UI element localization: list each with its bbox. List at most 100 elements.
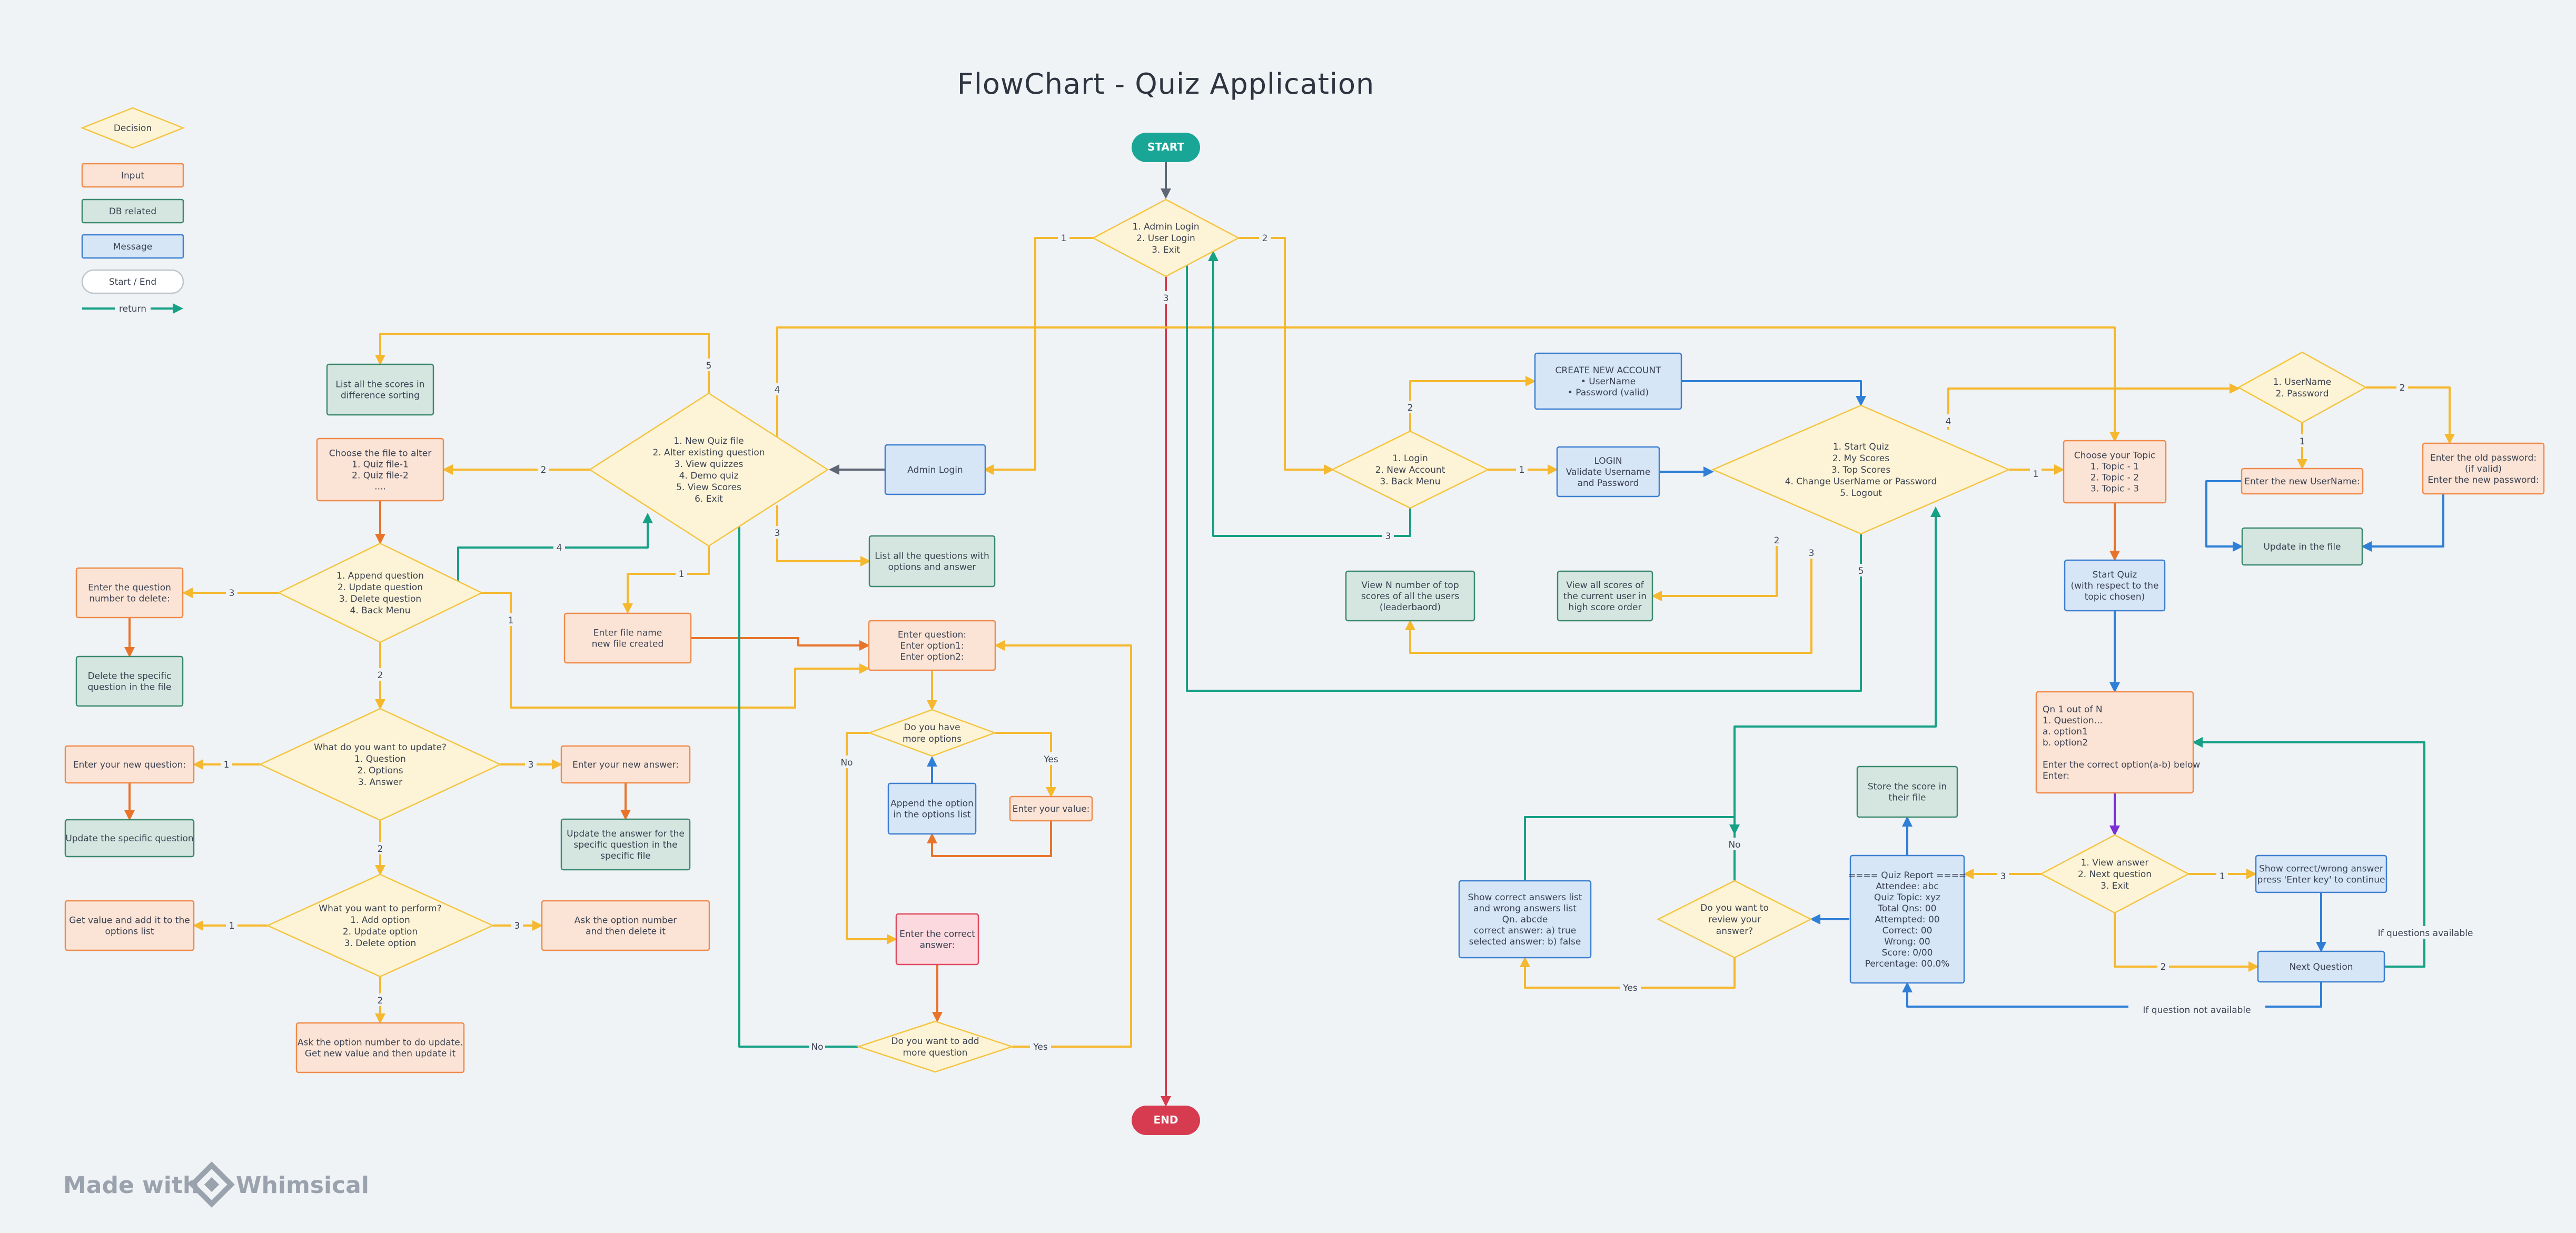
edge-label-l-append-3: 3 <box>226 586 237 599</box>
node-ask-opt-upd-line-0: Ask the option number to do update. <box>298 1038 463 1048</box>
node-login-line-2: and Password <box>1578 478 1639 489</box>
edge-label-text-l-cred-1: 1 <box>2300 436 2305 447</box>
edge-label-l-admin-5: 5 <box>703 359 715 371</box>
node-choose-file-line-3: .... <box>374 482 386 492</box>
node-choose-topic-line-2: 2. Topic - 2 <box>2090 473 2139 483</box>
edge-label-l-cred-2: 2 <box>2396 381 2408 393</box>
edge-label-l-qn-2: 2 <box>2157 960 2169 972</box>
node-perform-line-2: 2. Update option <box>343 927 418 937</box>
connector-36 <box>1681 380 1866 406</box>
edge-label-text-l-home-5: 5 <box>1858 566 1864 576</box>
node-qn-box-line-0: Qn 1 out of N <box>2043 704 2103 715</box>
node-store-score-line-0: Store the score in <box>1868 782 1947 792</box>
edge-label-l-home-3: 3 <box>1806 546 1817 559</box>
connector-6 <box>776 326 2120 443</box>
node-start-quiz-line-0: Start Quiz <box>2093 570 2137 580</box>
node-create-account-line-1: • UserName <box>1581 376 1636 387</box>
node-enter-new-ans: Enter your new answer: <box>560 745 691 784</box>
node-append-menu-line-2: 3. Delete question <box>339 594 421 604</box>
node-enter-qnum-del-line-1: number to delete: <box>89 594 170 604</box>
edge-label-text-l-home-1: 1 <box>2033 469 2039 480</box>
edge-label-l-upd-2: 2 <box>374 842 386 854</box>
node-qn-menu-line-0: 1. View answer <box>2081 858 2149 868</box>
legend-item-message: Message <box>81 234 184 259</box>
legend-item-decision: Decision <box>80 107 185 149</box>
node-view-top-line-2: (leaderbaord) <box>1380 602 1441 613</box>
node-update-what: What do you want to update?1. Question2.… <box>259 708 502 821</box>
connector-28 <box>927 821 1052 857</box>
node-qn-box-line-2: a. option1 <box>2043 727 2088 737</box>
edge-label-text-l-append-4: 4 <box>557 543 562 553</box>
node-perform-line-0: What you want to perform? <box>319 903 441 914</box>
connector-58 <box>1733 506 1941 881</box>
node-view-top-line-1: scores of all the users <box>1361 591 1459 602</box>
node-append-option-line-0: Append the option <box>890 799 974 809</box>
node-show-correct-line-0: Show correct/wrong answer <box>2259 864 2383 874</box>
node-ask-opt-upd-line-1: Get new value and then update it <box>305 1049 456 1059</box>
edge-label-l-qn-3: 3 <box>1997 869 2009 882</box>
node-user-home-line-0: 1. Start Quiz <box>1833 442 1889 452</box>
node-next-q-line-0: Next Question <box>2289 962 2353 972</box>
legend-item-input: Input <box>81 163 184 188</box>
node-append-menu-line-3: 4. Back Menu <box>350 605 411 616</box>
legend-label-message: Message <box>113 242 153 252</box>
connector-31 <box>994 640 1132 1048</box>
node-perform-line-1: 1. Add option <box>350 915 410 926</box>
edge-label-text-l-admin-1: 1 <box>679 569 685 580</box>
edge-label-text-l-admin-5: 5 <box>706 361 712 371</box>
node-main-line-0: 1. Admin Login <box>1132 222 1199 232</box>
node-enter-filename-line-1: new file created <box>592 639 664 650</box>
edge-label-text-l-main-1: 1 <box>1061 233 1067 244</box>
legend-label-terminal: Start / End <box>109 277 156 287</box>
node-choose-topic-line-1: 1. Topic - 1 <box>2090 462 2139 472</box>
node-report-line-8: Percentage: 00.0% <box>1865 959 1950 969</box>
node-report-line-1: Attendee: abc <box>1876 881 1938 892</box>
connector-35 <box>1208 251 1411 537</box>
node-update-ans-line-1: specific question in the <box>573 840 677 850</box>
node-review-line-1: review your <box>1708 914 1761 925</box>
node-admin-menu-line-0: 1. New Quiz file <box>673 436 744 446</box>
node-main-line-2: 3. Exit <box>1152 245 1180 255</box>
node-enter-qnum-del-line-0: Enter the question <box>88 583 171 593</box>
node-append-option-line-1: in the options list <box>893 810 971 820</box>
edge-label-text-l-append-3: 3 <box>229 588 235 599</box>
node-report-line-0: ==== Quiz Report ==== <box>1848 870 1966 881</box>
node-login-line-1: Validate Username <box>1566 467 1651 478</box>
edge-label-text-l-rev-no: No <box>1728 840 1740 850</box>
node-qn-box-line-6: Enter: <box>2043 771 2069 781</box>
edge-label-l-user-1: 1 <box>1516 463 1528 475</box>
legend-item-terminal: Start / End <box>81 269 184 294</box>
node-old-pass-line-0: Enter the old password: <box>2430 453 2537 463</box>
node-choose-topic-line-3: 3. Topic - 3 <box>2090 484 2139 494</box>
edge-label-text-l-upd-2: 2 <box>378 844 383 854</box>
node-start-quiz-line-1: (with respect to the <box>2070 581 2158 591</box>
node-update-what-line-2: 2. Options <box>357 765 403 776</box>
node-admin-menu-line-4: 5. View Scores <box>676 482 741 493</box>
connector-27 <box>995 732 1056 798</box>
node-enter-value: Enter your value: <box>1009 796 1093 822</box>
node-user-home-line-2: 3. Top Scores <box>1831 465 1890 475</box>
node-view-mine-line-1: the current user in <box>1563 591 1647 602</box>
edge-label-l-addq-no: No <box>809 1040 825 1052</box>
node-user-menu-line-1: 2. New Account <box>1375 465 1445 475</box>
node-update-what-line-3: 3. Answer <box>358 777 402 788</box>
node-report-line-5: Correct: 00 <box>1883 926 1933 936</box>
edge-label-l-perf-2: 2 <box>374 993 386 1006</box>
node-show-lists-line-0: Show correct answers list <box>1468 892 1582 903</box>
node-perform-line-3: 3. Delete option <box>344 938 417 949</box>
edge-label-l-append-1: 1 <box>505 613 517 626</box>
edge-label-text-l-home-2: 2 <box>1774 535 1780 546</box>
edge-label-text-l-admin-2: 2 <box>541 465 547 475</box>
node-ask-opt-del-line-1: and then delete it <box>586 927 666 937</box>
